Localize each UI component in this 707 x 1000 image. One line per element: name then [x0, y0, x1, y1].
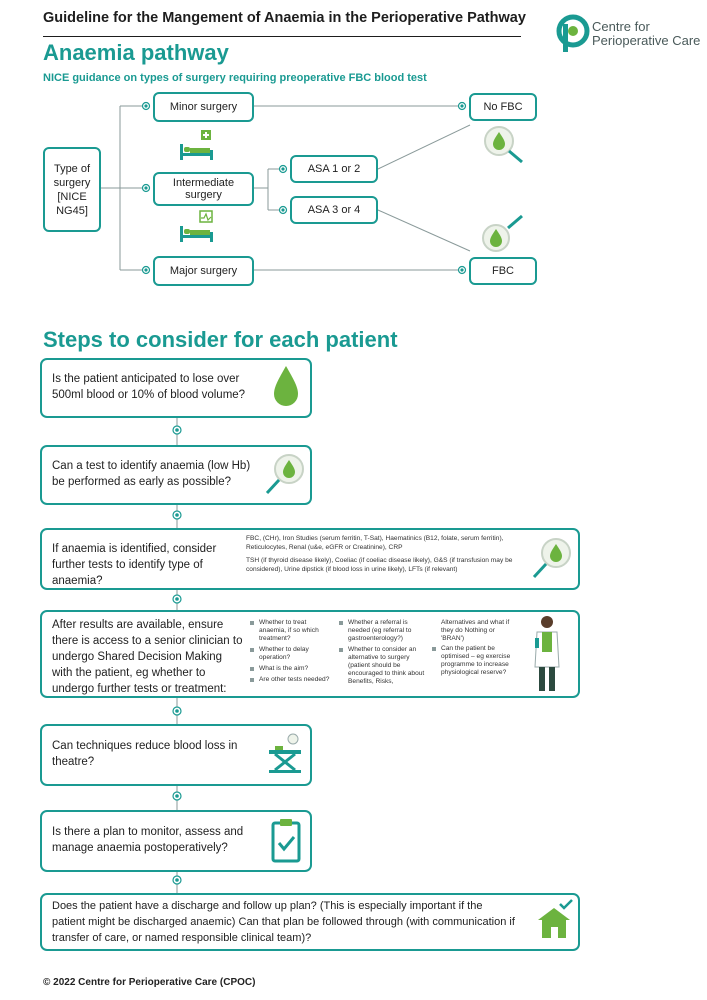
home-check-icon [534, 898, 576, 942]
intermediate-surgery-box: Intermediate surgery [153, 172, 254, 206]
sdm-item: Whether to treat anaemia, if so which tr… [250, 619, 332, 643]
no-fbc-box: No FBC [469, 93, 537, 121]
sdm-col3-continued: Alternatives and what if they do Nothing… [441, 619, 519, 643]
sdm-item: Whether to consider an alternative to su… [339, 646, 429, 686]
minor-surgery-box: Minor surgery [153, 92, 254, 122]
steps-heading: Steps to consider for each patient [43, 327, 398, 353]
clipboard-check-icon [270, 818, 302, 864]
sdm-item: Whether to delay operation? [250, 646, 332, 662]
sdm-list-col3: Can the patient be optimised – eg exerci… [432, 645, 516, 680]
sdm-item: Are other tests needed? [250, 676, 332, 684]
fbc-box: FBC [469, 257, 537, 285]
blood-test-syringe-icon [482, 214, 528, 254]
footer-copyright: © 2022 Centre for Perioperative Care (CP… [43, 977, 255, 988]
operating-table-icon [265, 730, 305, 778]
pathway-connectors [0, 0, 707, 300]
step-discharge-plan-text: Does the patient have a discharge and fo… [52, 898, 518, 946]
step-early-test-text: Can a test to identify anaemia (low Hb) … [52, 458, 262, 490]
tests-list-a: FBC, (CHr), Iron Studies (serum ferritin… [246, 534, 526, 552]
tests-list-b: TSH (if thyroid disease likely), Coeliac… [246, 556, 526, 574]
sdm-item: Whether a referral is needed (eg referra… [339, 619, 429, 643]
blood-test-magnifier-icon [482, 124, 528, 168]
step-postop-plan-text: Is there a plan to monitor, assess and m… [52, 824, 252, 856]
sdm-item: Can the patient be optimised – eg exerci… [432, 645, 516, 677]
hospital-bed-monitor-icon [176, 210, 216, 246]
sdm-list-col2: Whether a referral is needed (eg referra… [339, 619, 429, 689]
step-further-tests-text: If anaemia is identified, consider furth… [52, 541, 242, 589]
step-blood-loss-text: Is the patient anticipated to lose over … [52, 371, 252, 403]
magnifier-blood-icon [263, 449, 309, 499]
asa-1-2-box: ASA 1 or 2 [290, 155, 378, 183]
hospital-bed-icon [176, 128, 216, 164]
step-reduce-blood-loss-text: Can techniques reduce blood loss in thea… [52, 738, 242, 770]
sdm-item: What is the aim? [250, 665, 332, 673]
blood-drop-icon [270, 362, 302, 410]
step-shared-decision-text: After results are available, ensure ther… [52, 617, 244, 697]
asa-3-4-box: ASA 3 or 4 [290, 196, 378, 224]
magnifier-blood-icon [530, 533, 576, 583]
sdm-list-col1: Whether to treat anaemia, if so which tr… [250, 619, 332, 687]
clinician-icon [527, 612, 567, 696]
surgery-type-box: Type of surgery [NICE NG45] [43, 147, 101, 232]
major-surgery-box: Major surgery [153, 256, 254, 286]
